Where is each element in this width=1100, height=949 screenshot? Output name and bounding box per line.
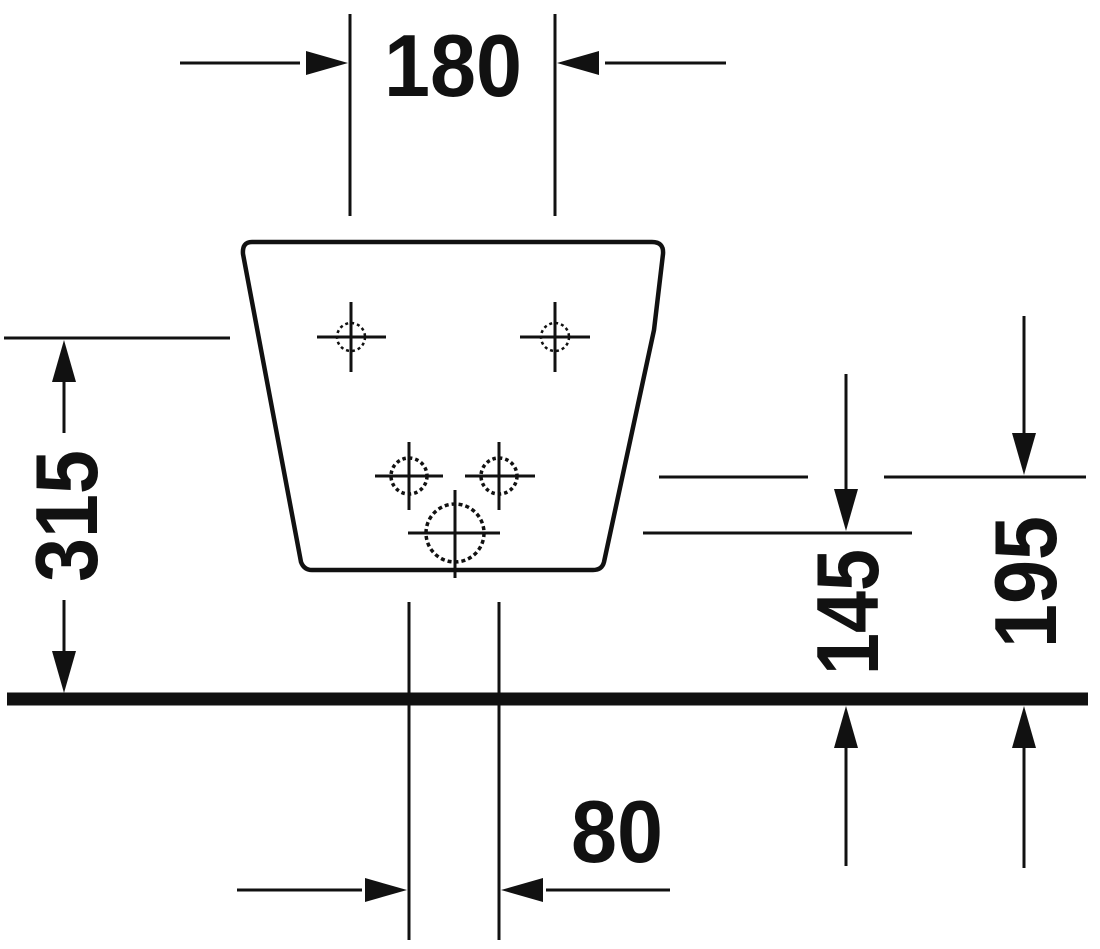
supply-hole-right [465, 442, 535, 510]
arrowhead-right [501, 878, 543, 902]
dimension-top-180: 180 [180, 14, 726, 216]
dimension-left-315: 315 [4, 336, 230, 693]
arrowhead-down [1012, 433, 1036, 475]
fixture-outline [240, 239, 666, 573]
dimension-bottom-80: 80 [237, 602, 670, 940]
fixing-hole-upper-right [520, 302, 590, 372]
dimension-right-145: 145 [643, 374, 912, 866]
dimension-label-180: 180 [384, 16, 522, 115]
arrowhead-up [52, 340, 76, 382]
dimension-label-80: 80 [571, 782, 663, 881]
supply-hole-left [375, 442, 443, 510]
arrowhead-up [834, 706, 858, 748]
arrowhead-left [306, 51, 348, 75]
arrowhead-down [52, 651, 76, 693]
arrowhead-left [365, 878, 407, 902]
dimension-label-315: 315 [17, 450, 116, 582]
waste-outlet-hole [408, 490, 500, 578]
fixing-hole-upper-left [317, 302, 386, 372]
dimension-label-195: 195 [976, 516, 1075, 648]
arrowhead-down [834, 489, 858, 531]
arrowhead-right [557, 51, 599, 75]
dimension-right-195: 195 [659, 316, 1086, 868]
arrowhead-up [1012, 706, 1036, 748]
dimension-label-145: 145 [798, 549, 897, 675]
